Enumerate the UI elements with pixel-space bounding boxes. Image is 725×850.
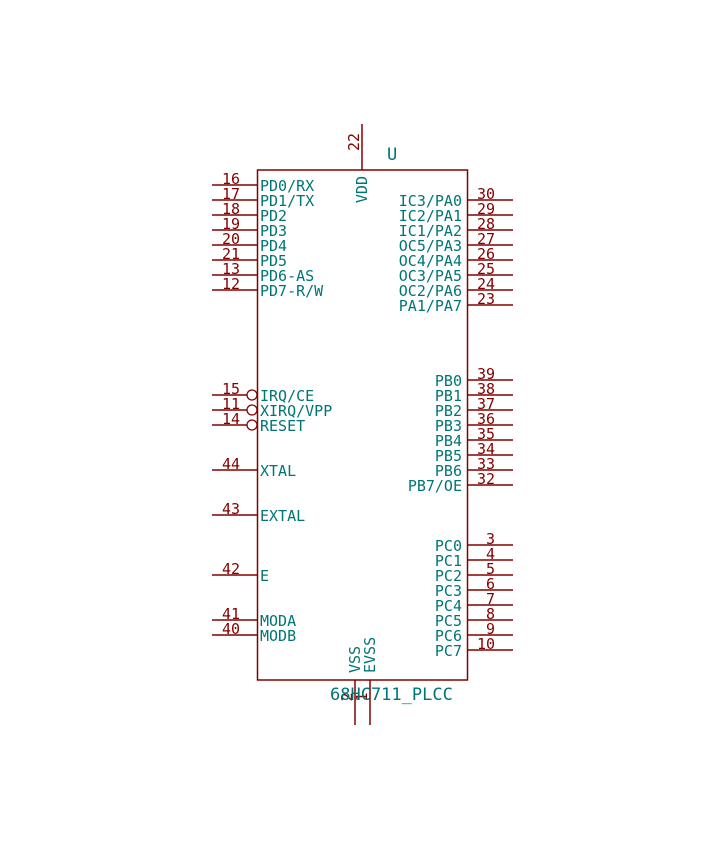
pin-name: MODA (260, 612, 296, 630)
pin-name: IC3/PA0 (399, 192, 462, 210)
pin-name: PC1 (435, 552, 462, 570)
pin-name: PC5 (435, 612, 462, 630)
pin-number: 37 (477, 395, 495, 413)
pin-number: 10 (477, 635, 495, 653)
pin-name: PC4 (435, 597, 462, 615)
pin-number: 2 (338, 692, 356, 701)
pin-name: PB0 (435, 372, 462, 390)
pin-name: IRQ/CE (260, 387, 314, 405)
pin-number: 7 (486, 590, 495, 608)
pin-number: 20 (222, 230, 240, 248)
pin-name: PB4 (435, 432, 462, 450)
pin-number: 11 (222, 395, 240, 413)
pin-number: 43 (222, 500, 240, 518)
inversion-bubble-icon (246, 419, 258, 431)
pin-name: PB3 (435, 417, 462, 435)
pin-name: PB2 (435, 402, 462, 420)
pin-number: 36 (477, 410, 495, 428)
pin-number: 44 (222, 455, 240, 473)
pin-number: 25 (477, 260, 495, 278)
pin-name: PB6 (435, 462, 462, 480)
pin-number: 4 (486, 545, 495, 563)
pin-name: VDD (353, 176, 371, 203)
pin-number: 28 (477, 215, 495, 233)
pin-name: XIRQ/VPP (260, 402, 332, 420)
pin-name: RESET (260, 417, 305, 435)
pin-number: 34 (477, 440, 495, 458)
pin-number: 40 (222, 620, 240, 638)
pin-number: 3 (486, 530, 495, 548)
pin-name: MODB (260, 627, 296, 645)
pin-name: PD7-R/W (260, 282, 324, 300)
pin-name: OC2/PA6 (399, 282, 462, 300)
pin-name: PB1 (435, 387, 462, 405)
pin-number: 13 (222, 260, 240, 278)
pin-name: PD4 (260, 237, 287, 255)
pin-number: 41 (222, 605, 240, 623)
pin-number: 21 (222, 245, 240, 263)
pin-number: 23 (477, 290, 495, 308)
pin-name: PD6-AS (260, 267, 314, 285)
pin-number: 22 (345, 133, 363, 151)
pin-name: PD1/TX (260, 192, 314, 210)
pin-name: PA1/PA7 (399, 297, 462, 315)
component-value: 68HC711_PLCC (330, 685, 453, 705)
pin-name: E (260, 567, 269, 585)
pin-name: OC4/PA4 (399, 252, 462, 270)
pin-name: XTAL (260, 462, 296, 480)
pin-name: IC1/PA2 (399, 222, 462, 240)
inversion-bubble-icon (246, 404, 258, 416)
pin-number: 17 (222, 185, 240, 203)
pin-number: 8 (486, 605, 495, 623)
pin-name: PC6 (435, 627, 462, 645)
pin-number: 5 (486, 560, 495, 578)
pin-number: 9 (486, 620, 495, 638)
pin-number: 19 (222, 215, 240, 233)
pin-number: 39 (477, 365, 495, 383)
pin-number: 32 (477, 470, 495, 488)
pin-number: 12 (222, 275, 240, 293)
pin-name: PD3 (260, 222, 287, 240)
pin-name: PC3 (435, 582, 462, 600)
pin-number: 24 (477, 275, 495, 293)
pin-number: 27 (477, 230, 495, 248)
pin-name: PD0/RX (260, 177, 314, 195)
pin-name: PC7 (435, 642, 462, 660)
pin-name: PB7/OE (408, 477, 462, 495)
pin-name: PB5 (435, 447, 462, 465)
pin-number: 18 (222, 200, 240, 218)
pin-number: 29 (477, 200, 495, 218)
pin-number: 6 (486, 575, 495, 593)
pin-number: 35 (477, 425, 495, 443)
pin-name: PC2 (435, 567, 462, 585)
pin-name: VSS (346, 646, 364, 673)
pin-number: 33 (477, 455, 495, 473)
pin-number: 42 (222, 560, 240, 578)
pin-name: EXTAL (260, 507, 305, 525)
pin-number: 15 (222, 380, 240, 398)
reference-designator: U (387, 145, 397, 165)
pin-number: 30 (477, 185, 495, 203)
pin-name: PC0 (435, 537, 462, 555)
pin-name: OC5/PA3 (399, 237, 462, 255)
inversion-bubble-icon (246, 389, 258, 401)
pin-number: 14 (222, 410, 240, 428)
pin-name: OC3/PA5 (399, 267, 462, 285)
pin-name: IC2/PA1 (399, 207, 462, 225)
pin-number: 16 (222, 170, 240, 188)
pin-name: EVSS (361, 637, 379, 673)
pin-number: 26 (477, 245, 495, 263)
pin-number: 38 (477, 380, 495, 398)
pin-number: 1 (353, 692, 371, 701)
pin-name: PD5 (260, 252, 287, 270)
pin-name: PD2 (260, 207, 287, 225)
